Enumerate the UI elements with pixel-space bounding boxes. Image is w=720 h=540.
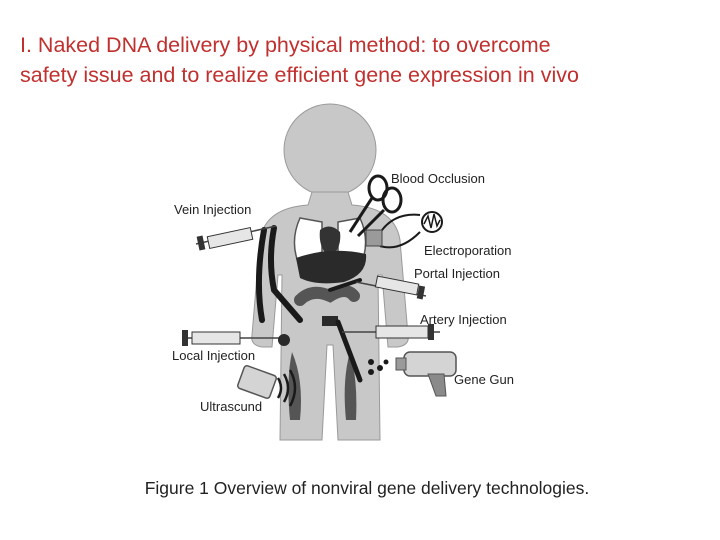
- slide-title: I. Naked DNA delivery by physical method…: [20, 30, 710, 90]
- gene-delivery-diagram: Blood Occlusion Vein Injection Electropo…: [172, 103, 514, 441]
- liver: [296, 250, 367, 284]
- slide-title-line-2: safety issue and to realize efficient ge…: [20, 63, 579, 87]
- ultrasound-transducer-icon: [237, 365, 297, 407]
- internal-organs: [288, 217, 367, 420]
- head: [283, 103, 377, 197]
- heart: [319, 226, 341, 258]
- label-blood-occlusion: Blood Occlusion: [391, 171, 485, 186]
- label-ultrasound: Ultrascund: [200, 399, 262, 414]
- label-vein-injection: Vein Injection: [174, 202, 251, 217]
- figure-caption: Figure 1 Overview of nonviral gene deliv…: [144, 478, 590, 498]
- label-electroporation: Electroporation: [424, 243, 511, 258]
- gene-gun-icon: [368, 351, 457, 397]
- label-local-injection: Local Injection: [172, 348, 255, 363]
- blood-vessels: [255, 225, 363, 383]
- label-gene-gun: Gene Gun: [454, 372, 514, 387]
- bladder: [322, 316, 338, 326]
- portal-injection-syringe-icon: [355, 275, 427, 300]
- vein-injection-syringe-icon: [195, 225, 277, 251]
- label-artery-injection: Artery Injection: [420, 312, 507, 327]
- slide-title-line-1: I. Naked DNA delivery by physical method…: [20, 33, 551, 57]
- artery-injection-syringe-icon: [342, 324, 440, 340]
- arm-vein: [255, 227, 267, 323]
- vena-cava: [268, 225, 303, 323]
- femoral-artery: [335, 319, 363, 383]
- portal-vein: [328, 278, 362, 292]
- electroporation-electrode-icon: [365, 211, 443, 249]
- intestine: [294, 285, 360, 306]
- label-portal-injection: Portal Injection: [414, 266, 500, 281]
- local-injection-syringe-icon: [182, 330, 290, 346]
- hemostat-clamp-icon: [348, 174, 403, 238]
